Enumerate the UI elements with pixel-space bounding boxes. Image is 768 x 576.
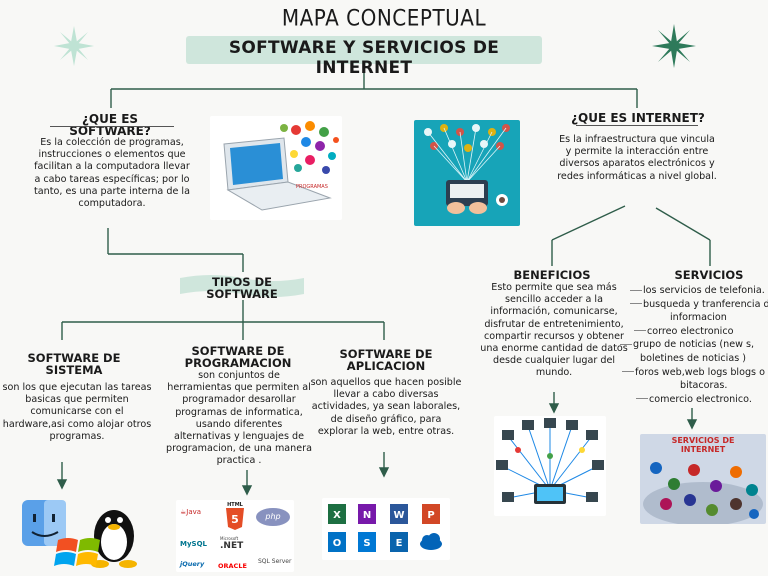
servicios-internet-image: SERVICIOS DE INTERNET bbox=[640, 434, 766, 524]
beneficios-text: Esto permite que sea más sencillo accede… bbox=[480, 282, 628, 379]
os-logos-image bbox=[18, 496, 144, 572]
jquery-logo-icon: jQuery bbox=[180, 560, 205, 568]
servicios-list: los servicios de telefonia. busqueda y t… bbox=[620, 284, 768, 407]
onedrive-icon bbox=[420, 533, 442, 550]
aplicacion-heading: SOFTWARE DE APLICACION bbox=[339, 347, 433, 373]
sharepoint-icon: S bbox=[358, 532, 376, 552]
list-item: bitacoras. bbox=[680, 380, 728, 392]
dotnet-logo-icon: Microsoft .NET bbox=[220, 536, 244, 551]
programacion-heading: SOFTWARE DE PROGRAMACION bbox=[184, 344, 292, 370]
exchange-icon: E bbox=[390, 532, 408, 552]
list-item: los servicios de telefonia. bbox=[630, 284, 766, 298]
svg-text:P: P bbox=[427, 510, 434, 521]
laptop-programs-image: PROGRAMAS bbox=[210, 116, 342, 220]
internet-text: Es la infraestructura que vincula y perm… bbox=[557, 134, 717, 182]
light-star-icon bbox=[54, 26, 94, 66]
map-subtitle: SOFTWARE Y SERVICIOS DE INTERNET bbox=[228, 38, 500, 78]
word-icon: W bbox=[390, 504, 408, 524]
onenote-icon: N bbox=[358, 504, 376, 524]
svg-text:O: O bbox=[333, 538, 342, 549]
sistema-heading: SOFTWARE DE SISTEMA bbox=[27, 351, 121, 377]
dark-star-icon bbox=[652, 24, 696, 68]
sistema-text: son los que ejecutan las tareas basicas … bbox=[2, 382, 152, 442]
list-item: grupo de noticias (new s, bbox=[620, 338, 756, 352]
list-item: foros web,web logs blogs o bbox=[622, 366, 765, 380]
office-logos-image: X N W P O S E bbox=[322, 498, 450, 560]
internet-heading: ¿QUE ES INTERNET? bbox=[571, 111, 705, 125]
oracle-logo-icon: ORACLE bbox=[218, 562, 247, 570]
programming-logos-image: ☕Java HTML 5 php MySQL Microsoft .NET SQ… bbox=[176, 500, 294, 572]
list-item: comercio electronico. bbox=[636, 393, 768, 407]
powerpoint-icon: P bbox=[422, 504, 440, 524]
software-heading: ¿QUE ES SOFTWARE? bbox=[69, 112, 151, 138]
outlook-icon: O bbox=[328, 532, 346, 552]
svg-text:5: 5 bbox=[231, 513, 239, 526]
aplicacion-text: son aquellos que hacen posible llevar a … bbox=[310, 377, 462, 437]
windows-icon bbox=[54, 538, 100, 566]
sqlserver-logo-icon: SQL Server bbox=[258, 558, 292, 565]
internet-hands-image bbox=[414, 120, 520, 226]
internet-heading-underline bbox=[576, 125, 698, 126]
map-title: MAPA CONCEPTUAL bbox=[281, 4, 487, 32]
svg-text:N: N bbox=[363, 510, 371, 521]
java-logo-icon: ☕Java bbox=[180, 508, 202, 516]
software-text: Es la colección de programas, instruccio… bbox=[34, 137, 190, 210]
svg-text:S: S bbox=[363, 538, 370, 549]
svg-text:W: W bbox=[393, 510, 404, 521]
programacion-text: son conjuntos de herramientas que permit… bbox=[166, 370, 312, 467]
list-item: busqueda y tranferencia de bbox=[630, 298, 768, 312]
excel-icon: X bbox=[328, 504, 346, 524]
svg-text:E: E bbox=[396, 538, 403, 549]
network-tablet-image bbox=[494, 416, 606, 516]
laptop-label: PROGRAMAS bbox=[296, 184, 328, 190]
list-item: informacion bbox=[670, 312, 727, 324]
mysql-logo-icon: MySQL bbox=[180, 540, 207, 548]
servicios-heading: SERVICIOS bbox=[674, 268, 744, 282]
beneficios-heading: BENEFICIOS bbox=[513, 268, 591, 282]
list-item: correo electronico bbox=[634, 325, 768, 339]
html5-logo-icon: HTML 5 bbox=[224, 502, 246, 530]
servicios-image-label: SERVICIOS DE INTERNET bbox=[671, 436, 735, 454]
svg-text:X: X bbox=[333, 510, 341, 521]
software-heading-underline bbox=[50, 126, 174, 127]
tux-icon bbox=[91, 510, 137, 568]
list-item: boletines de noticias ) bbox=[640, 352, 747, 364]
subtitle-highlight bbox=[186, 36, 542, 64]
tipos-heading: TIPOS DE SOFTWARE bbox=[206, 275, 278, 301]
tipos-banner bbox=[180, 275, 304, 297]
php-logo-icon: php bbox=[256, 508, 290, 526]
